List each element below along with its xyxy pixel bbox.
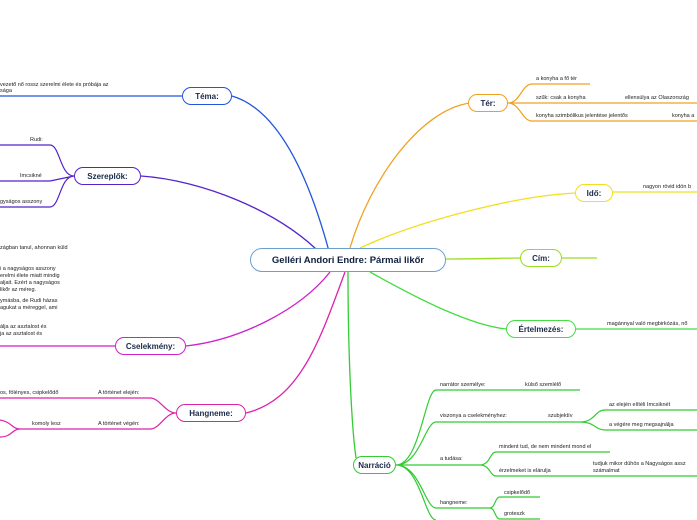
link-narracio [347, 271, 357, 459]
narracio-n3c1: tudjuk mikor dühös a Nagyságos assz [593, 461, 686, 467]
cselekmeny-line-8: álja az asztalost és [0, 324, 47, 330]
ter-item-3b: konyha a [672, 113, 695, 119]
branch-ter[interactable]: Tér: [468, 94, 508, 112]
narracio-n4a: csipkelődő [504, 490, 530, 496]
tema-text-1: vezető nő rossz szerelmi élete és próbáj… [0, 82, 109, 88]
cselekmeny-line-3: erelmi élete miatt mindig [0, 273, 60, 279]
narracio-n3b: érzelmeket is elárulja [499, 468, 551, 474]
link-ter [349, 102, 471, 249]
link-hangnem [245, 271, 346, 414]
narracio-n2c: a végére meg megsajnálja [609, 422, 674, 428]
ido-text: nagyon rövid idön b [643, 184, 692, 190]
hangnem-vege-value: komoly lesz [32, 421, 61, 427]
narracio-n2: viszonya a cselekményhez: [440, 413, 507, 419]
narracio-n1: narrátor személye: [440, 382, 486, 388]
narracio-n2b: az elején elítéli Imcsiknét [609, 402, 671, 408]
cselekmeny-line-7: agukat a méreggel, ami [0, 305, 58, 311]
link-ertelmezes [369, 271, 507, 330]
branch-narracio[interactable]: Narráció [353, 456, 396, 474]
link-tema [231, 95, 331, 256]
ter-item-2b: ellensúlya az Olaszország [625, 95, 689, 101]
cselekmeny-line-4: aljait. Ezért a nagyságos [0, 280, 60, 286]
szereplo-rudi: Rudi: [30, 137, 43, 143]
link-cim [445, 257, 523, 260]
cselekmeny-line-1: zágban tanul, ahonnan küld [0, 245, 68, 251]
branch-ido[interactable]: Idő: [575, 184, 613, 202]
narracio-n3c2: számalmat [593, 468, 620, 474]
cselekmeny-line-2: i a nagyságos asszony [0, 266, 56, 272]
branch-ertelmezes[interactable]: Értelmezés: [506, 320, 576, 338]
narracio-n3: a tudása: [440, 456, 463, 462]
hangnem-vege-label: A történet végén: [98, 421, 140, 427]
cselekmeny-line-6: ymásba, de Rudi házas [0, 298, 58, 304]
link-ido [359, 192, 578, 249]
ertelmezes-text: magánnyal való megbirkózás, nő [607, 321, 688, 327]
branch-szereplok[interactable]: Szereplők: [74, 167, 141, 185]
ter-item-3: konyha szimbólikus jelentése jelentős [536, 113, 628, 119]
link-szereplok [140, 175, 326, 259]
cselekmeny-line-9: ja az asztalost és [0, 331, 43, 337]
ter-item-2: szűk: csak a konyha [536, 95, 586, 101]
branch-hangnem[interactable]: Hangneme: [176, 404, 246, 422]
szereplo-imcsikne: Imcsikné [20, 173, 42, 179]
hangnem-eleje-value: os, fölényes, csipkelődő [0, 390, 59, 396]
narracio-n1a: külső szemlélő [525, 382, 562, 388]
narracio-n3a: mindent tud, de nem mindent mond el [499, 444, 592, 450]
hangnem-eleje-label: A történet elején: [98, 390, 140, 396]
szereplo-nagysagos: gyságos asszony [0, 199, 43, 205]
branch-cim[interactable]: Cím: [520, 249, 562, 267]
narracio-n4: hangneme: [440, 500, 468, 506]
narracio-n2a: szubjektív [548, 413, 573, 419]
cselekmeny-line-5: likőr az méreg. [0, 287, 37, 293]
link-cselekmeny [185, 271, 331, 347]
branch-cselekmeny[interactable]: Cselekmény: [115, 337, 186, 355]
branch-tema[interactable]: Téma: [182, 87, 232, 105]
ter-item-1: a konyha a fő tér [536, 76, 577, 82]
narracio-n4b: groteszk [504, 511, 525, 517]
central-topic[interactable]: Gelléri Andori Endre: Pármai likőr [250, 248, 446, 272]
tema-text-2: sága [0, 88, 12, 94]
szereplok-branch [49, 144, 75, 208]
